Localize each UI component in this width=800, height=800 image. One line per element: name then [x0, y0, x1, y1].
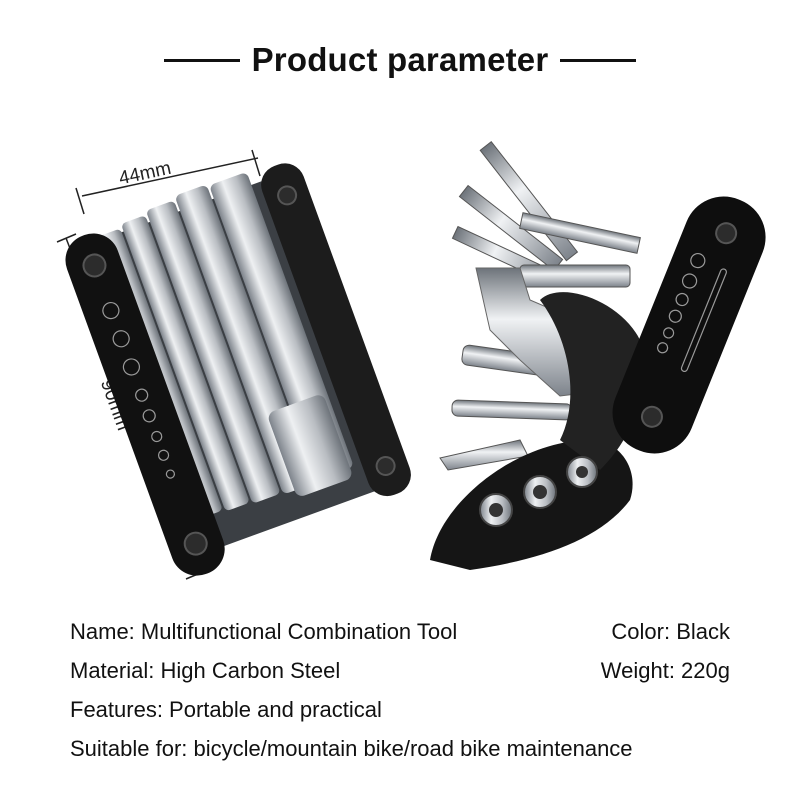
- spec-row-1: Name: Multifunctional Combination Tool C…: [70, 612, 730, 651]
- suitable-spec: Suitable for: bicycle/mountain bike/road…: [70, 735, 633, 761]
- features-spec: Features: Portable and practical: [70, 696, 382, 722]
- page-header: Product parameter: [0, 38, 800, 82]
- material-spec: Material: High Carbon Steel: [70, 657, 341, 683]
- spec-row-2: Material: High Carbon Steel Weight: 220g: [70, 651, 730, 690]
- folded-tool: [65, 163, 411, 576]
- opened-tool: [430, 140, 766, 570]
- color-spec: Color: Black: [611, 618, 730, 644]
- spec-row-3: Features: Portable and practical: [70, 690, 730, 729]
- title-right-rule: [560, 58, 637, 62]
- spec-row-4: Suitable for: bicycle/mountain bike/road…: [70, 729, 730, 768]
- socket-set: [479, 456, 598, 527]
- page-title: Product parameter: [251, 41, 549, 78]
- product-specs: Name: Multifunctional Combination Tool C…: [70, 612, 730, 768]
- width-label: 44mm: [117, 158, 173, 190]
- title-left-rule: [163, 58, 240, 62]
- weight-spec: Weight: 220g: [600, 657, 730, 683]
- product-image: 44mm 90mm: [56, 140, 766, 580]
- name-spec: Name: Multifunctional Combination Tool: [70, 618, 458, 644]
